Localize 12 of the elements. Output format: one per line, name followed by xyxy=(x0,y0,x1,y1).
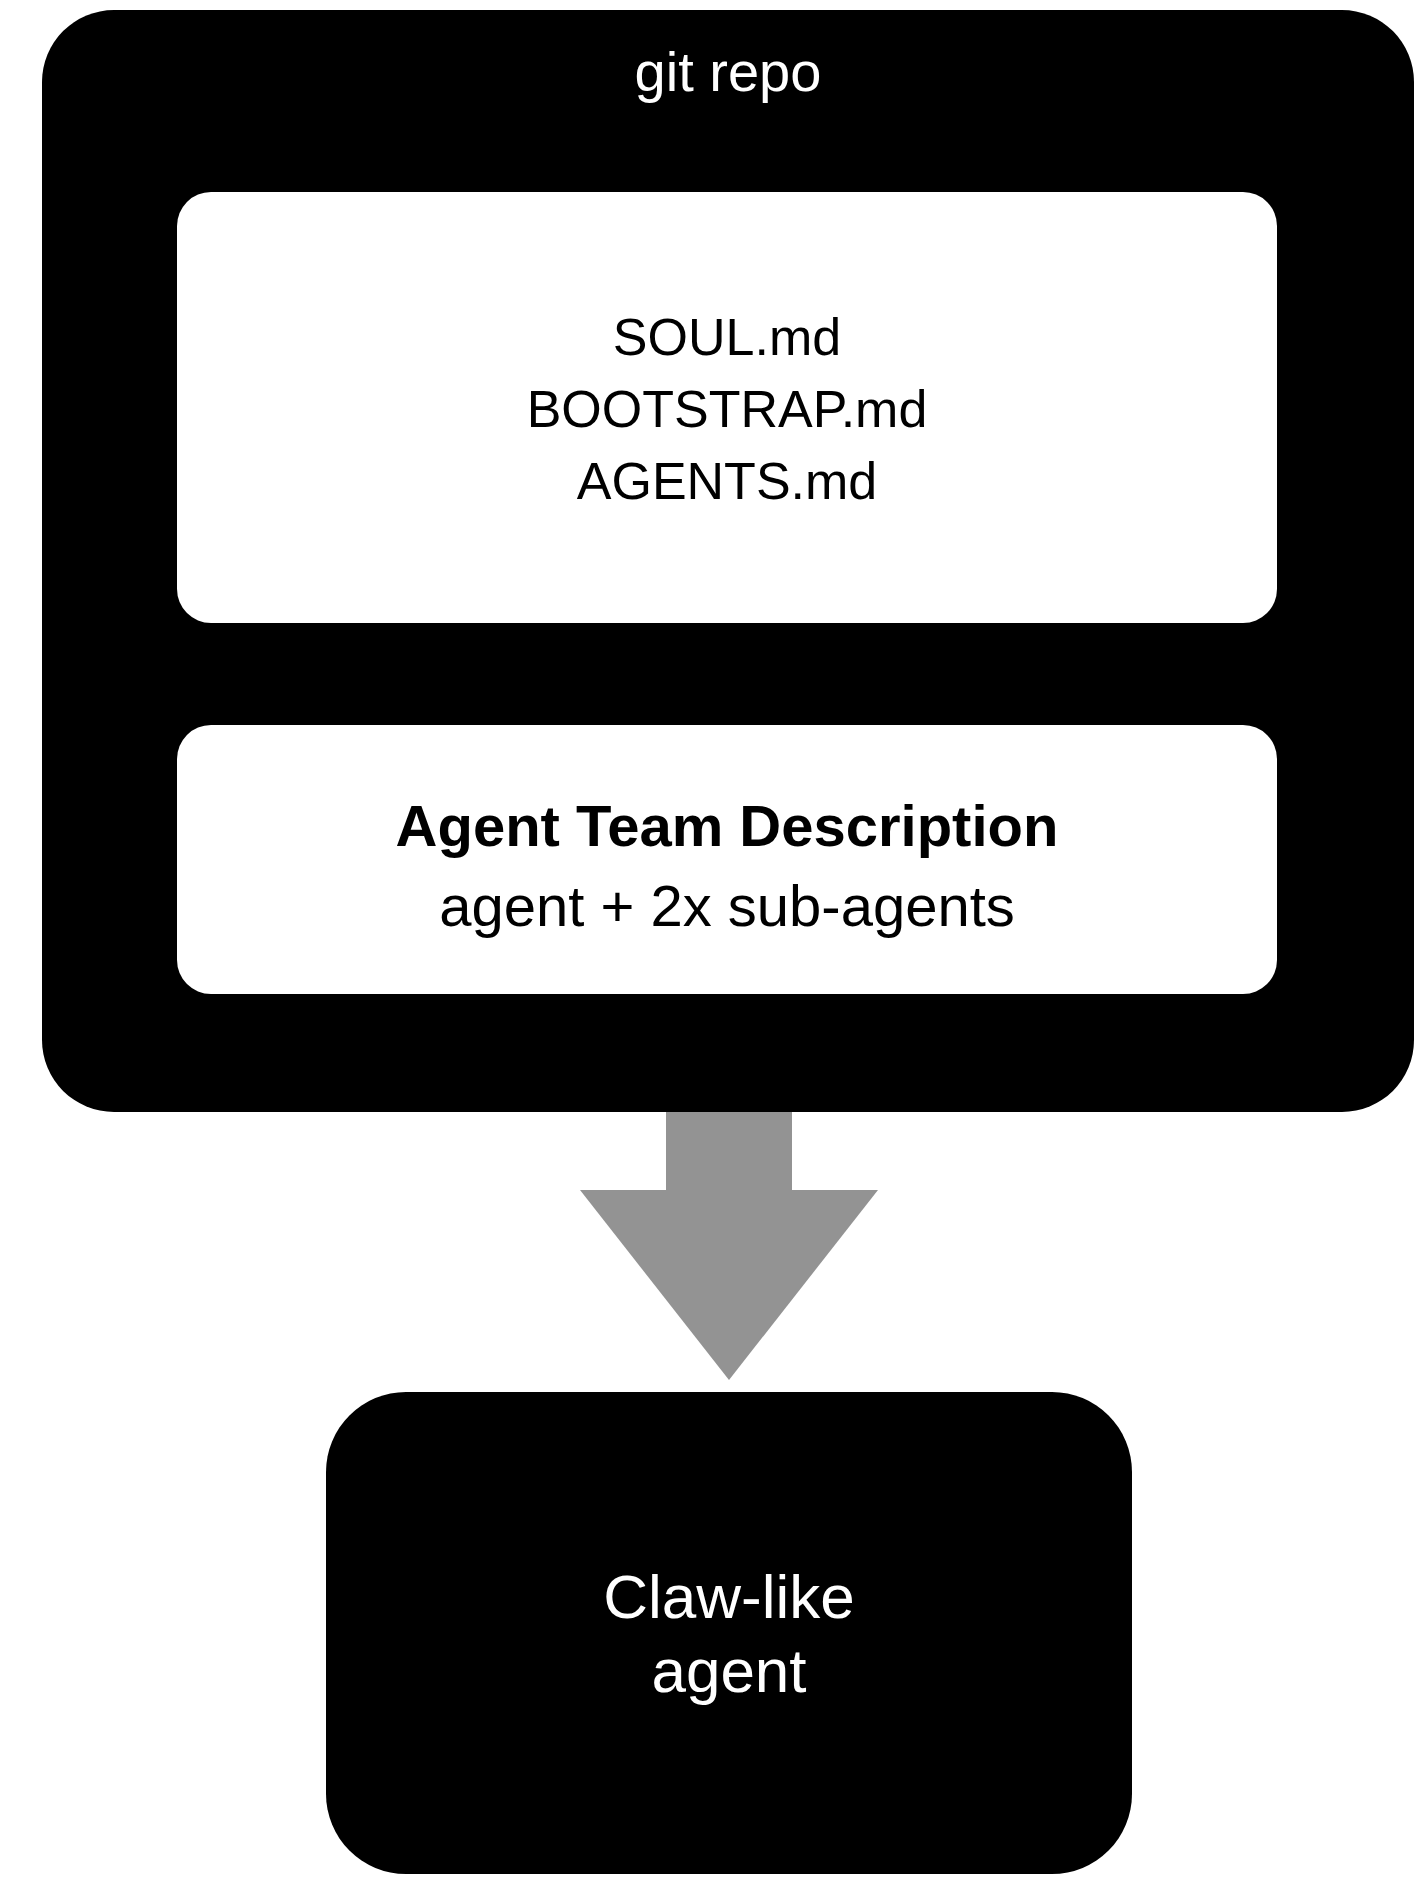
heading-text: Agent Team Description xyxy=(394,792,1060,860)
label-text: BOOTSTRAP.md xyxy=(525,379,929,440)
label-text: agent + 2x sub-agents xyxy=(438,872,1016,940)
label-text: SOUL.md xyxy=(611,307,843,368)
label-text: AGENTS.md xyxy=(575,451,879,512)
arrow xyxy=(580,1112,878,1380)
container-box xyxy=(42,10,1414,1112)
label-text: git repo xyxy=(633,39,823,105)
label-text: Claw-like agent xyxy=(602,1561,856,1708)
agent-box xyxy=(326,1392,1132,1874)
file-list-box xyxy=(177,192,1277,623)
description-box xyxy=(177,725,1277,994)
